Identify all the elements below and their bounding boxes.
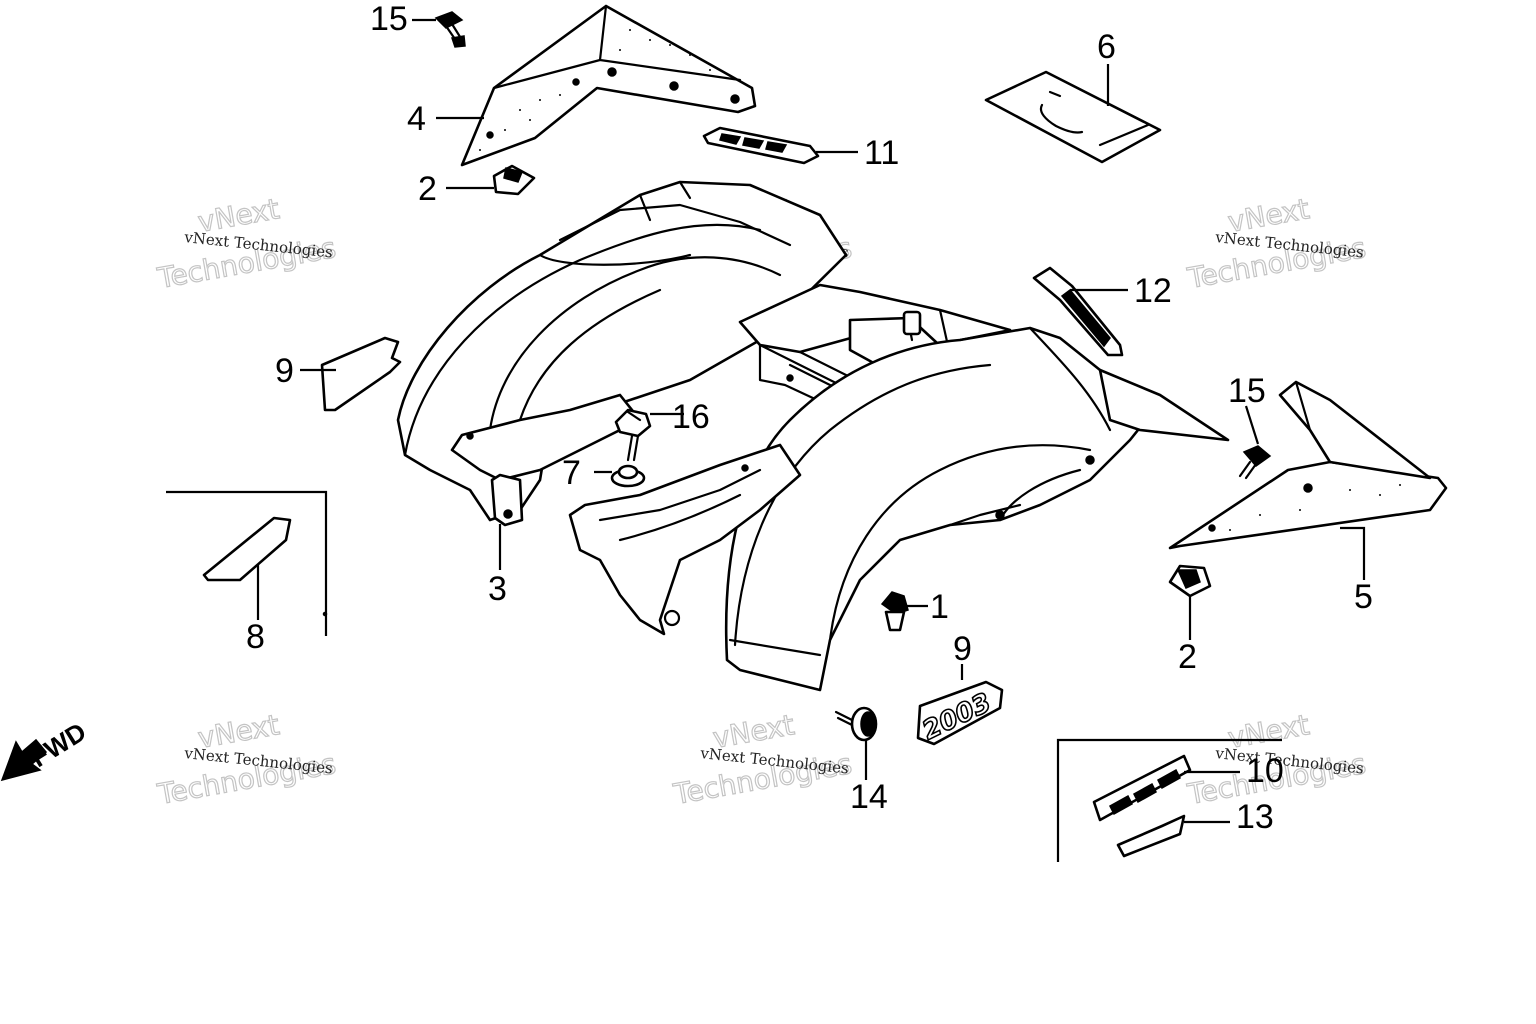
label-9-left: 9 <box>275 352 294 390</box>
label-10: 10 <box>1246 752 1284 790</box>
reflector-strip-part[interactable] <box>702 126 820 165</box>
side-strip-part[interactable] <box>1032 266 1124 357</box>
right-side-cover-part[interactable] <box>1168 380 1448 550</box>
forward-arrow-icon: FWD <box>0 716 91 782</box>
clip-part[interactable] <box>880 591 909 632</box>
label-14: 14 <box>850 778 888 816</box>
grommet-part-right[interactable] <box>1168 564 1212 598</box>
watermark-top-right: vNext Technologies vNext Technologies <box>1184 192 1369 296</box>
watermark-top-left: vNext Technologies vNext Technologies <box>154 192 339 296</box>
model-decal-part[interactable] <box>1092 754 1192 822</box>
bracket-right <box>1056 738 1282 862</box>
label-12: 12 <box>1134 272 1172 310</box>
left-side-cover-part[interactable] <box>460 4 757 167</box>
watermark-bottom-left: vNext Technologies vNext Technologies <box>154 708 339 812</box>
label-5: 5 <box>1354 578 1373 616</box>
fwd-label: FWD <box>25 716 91 773</box>
rear-fender-main[interactable] <box>396 180 1230 692</box>
watermark-bottom-center: vNext Technologies vNext Technologies <box>670 708 855 812</box>
bolt-part-right[interactable] <box>1238 445 1272 480</box>
caution-label-part[interactable] <box>202 516 292 582</box>
label-2-right: 2 <box>1178 638 1197 676</box>
decal-part-left[interactable] <box>320 336 402 412</box>
washer-nut-part[interactable] <box>610 464 646 488</box>
label-15-top: 15 <box>370 0 408 38</box>
label-8: 8 <box>246 618 265 656</box>
label-2-left: 2 <box>418 170 437 208</box>
bolt-part-14[interactable] <box>834 706 878 742</box>
label-15-right: 15 <box>1228 372 1266 410</box>
grommet-part-left[interactable] <box>492 164 536 196</box>
label-16: 16 <box>672 398 710 436</box>
decal-part-top[interactable] <box>984 70 1162 164</box>
part-number-labels: 15 4 2 6 11 12 9 16 7 3 15 5 2 1 9 14 8 … <box>246 0 1373 836</box>
label-9-bottom: 9 <box>953 630 972 668</box>
label-4: 4 <box>407 100 426 138</box>
leader-lines <box>256 18 1366 824</box>
label-1: 1 <box>930 588 949 626</box>
bolt-part-top[interactable] <box>434 11 466 48</box>
label-3: 3 <box>488 570 507 608</box>
label-11: 11 <box>864 134 899 172</box>
year-emblem-part[interactable]: 2003 <box>916 680 1004 747</box>
label-7: 7 <box>562 454 581 492</box>
bolt-part-16[interactable] <box>614 408 652 462</box>
stripe-decal-part[interactable] <box>1116 814 1186 858</box>
label-13: 13 <box>1236 798 1274 836</box>
label-6: 6 <box>1097 28 1116 66</box>
bracket-left <box>166 490 328 636</box>
